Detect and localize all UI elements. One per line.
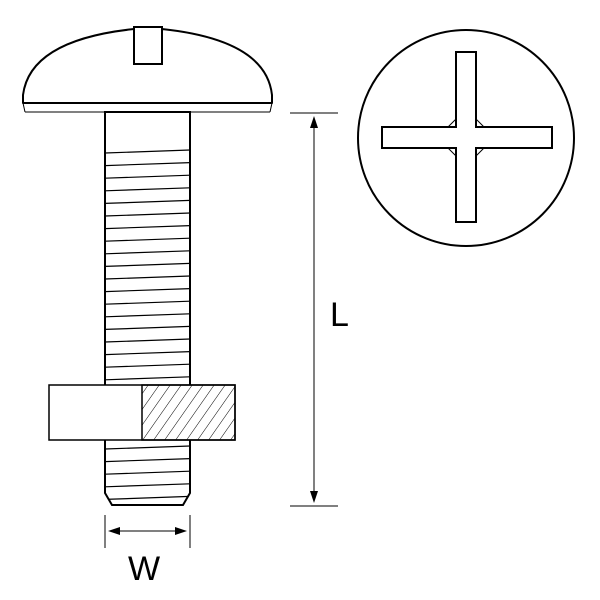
thread-line: [105, 483, 190, 488]
phillips-cross-icon: [381, 51, 553, 223]
nut: [48, 384, 236, 441]
head-slot: [133, 26, 163, 65]
length-label: L: [330, 296, 349, 334]
thread-line: [105, 199, 190, 204]
thread-line: [105, 162, 190, 167]
thread-line: [105, 288, 190, 293]
thread-line: [105, 250, 190, 255]
thread-lines: [105, 149, 190, 500]
thread-line: [105, 187, 190, 192]
thread-line: [105, 300, 190, 305]
thread-line: [105, 376, 190, 381]
thread-line: [105, 212, 190, 217]
thread-line: [105, 149, 190, 154]
thread-line: [105, 262, 190, 267]
screw-head: [22, 26, 273, 113]
thread-line: [105, 313, 190, 318]
thread-line: [105, 458, 190, 463]
thread-line: [105, 495, 190, 500]
thread-line: [105, 363, 190, 368]
thread-line: [105, 174, 190, 179]
thread-line: [105, 470, 190, 475]
width-dimension: W: [104, 515, 191, 588]
thread-line: [105, 325, 190, 330]
width-label: W: [128, 550, 160, 588]
nut-hatched-section: [141, 384, 236, 441]
thread-line: [105, 237, 190, 242]
thread-line: [105, 351, 190, 356]
thread-line: [105, 338, 190, 343]
threaded-shaft: [104, 111, 191, 506]
thread-line: [105, 225, 190, 230]
thread-line: [105, 275, 190, 280]
head-top-view: [357, 29, 575, 247]
thread-line: [105, 445, 190, 450]
length-dimension: L: [290, 112, 349, 507]
